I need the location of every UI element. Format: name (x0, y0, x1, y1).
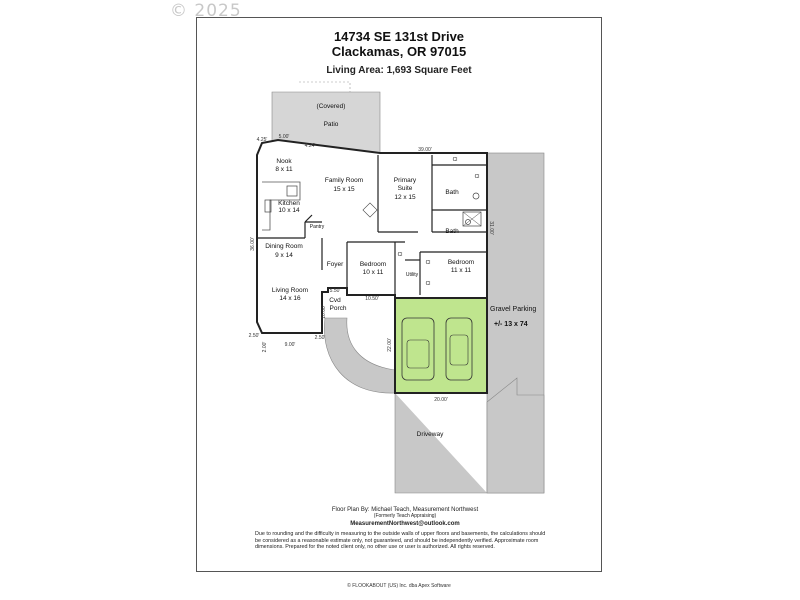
toilet-icon-2 (465, 219, 471, 225)
closet-label-1: Cl (453, 157, 458, 163)
foyer-label: Foyer (327, 261, 344, 268)
dim-10-50: 10.50' (365, 296, 379, 302)
dim-5-00: 5.00' (279, 134, 290, 140)
bedroom-2-label: Bedroom (448, 259, 474, 266)
dim-9-00: 9.00' (285, 342, 296, 348)
car-left-icon (401, 317, 435, 381)
living-room-dims: 14 x 16 (279, 295, 301, 302)
dim-2-00: 2.00' (262, 342, 268, 353)
primary-dims: 12 x 15 (394, 194, 416, 201)
nook-label: Nook (276, 158, 292, 165)
copyright-watermark: © 2025 (170, 1, 242, 21)
toilet-icon (472, 192, 480, 200)
bath-label-2: Bath (445, 228, 459, 235)
dim-20-00: 20.00' (434, 397, 448, 403)
dining-room-label: Dining Room (265, 243, 303, 250)
fireplace-icon (362, 202, 378, 218)
dim-4-24: 4.24' (305, 143, 316, 149)
dim-4-25: 4.25' (257, 137, 268, 143)
closet-label-4: Cl (426, 260, 431, 266)
house-outline (256, 138, 488, 334)
patio-label: Patio (324, 121, 339, 128)
suite-label: Suite (398, 185, 413, 192)
address-line-2: Clackamas, OR 97015 (331, 44, 467, 59)
stove-icon (286, 185, 298, 197)
family-room-label: Family Room (325, 177, 363, 184)
dining-room-dims: 9 x 14 (275, 252, 293, 259)
pantry-label: Pantry (310, 224, 325, 230)
driveway-area (394, 377, 545, 494)
garage-area (394, 297, 488, 394)
nook-dims: 8 x 11 (275, 166, 293, 173)
dim-5-50: 5.50' (330, 288, 341, 294)
plan-by-label: Floor Plan By: Michael Teach, Measuremen… (331, 507, 479, 513)
address-line-1: 14734 SE 131st Drive (333, 29, 465, 44)
bedroom-1-dims: 10 x 11 (363, 269, 384, 276)
porch-label: Porch (330, 305, 347, 312)
dim-2-50-left: 2.50' (249, 333, 260, 339)
dim-22-00: 22.00' (387, 338, 393, 352)
walkway-area (324, 317, 396, 394)
gravel-parking-label: Gravel Parking (490, 306, 536, 313)
sink-icon (264, 199, 272, 213)
dim-36-00: 36.00' (250, 237, 256, 251)
cvd-label: Cvd (329, 297, 341, 304)
gravel-parking-dims: +/- 13 x 74 (494, 321, 528, 328)
closet-label-3: Cl (398, 252, 403, 258)
interior-walls (257, 155, 487, 295)
closet-label-5: Cl (426, 281, 431, 287)
dim-31-00: 31.00' (488, 221, 494, 235)
covered-label: (Covered) (317, 103, 346, 110)
bedroom-2-dims: 11 x 11 (451, 267, 472, 274)
bedroom-1-label: Bedroom (360, 261, 386, 268)
kitchen-dims: 10 x 14 (278, 207, 300, 214)
bath-label-1: Bath (445, 189, 459, 196)
driveway-label: Driveway (417, 431, 444, 438)
primary-label: Primary (394, 177, 417, 184)
living-room-label: Living Room (272, 287, 308, 294)
family-room-dims: 15 x 15 (333, 186, 355, 193)
disclaimer-text: Due to rounding and the difficulty in me… (255, 531, 546, 551)
closet-label-2: Cl (475, 174, 480, 180)
car-right-icon (445, 317, 473, 381)
dim-2-50-right: 2.50' (315, 335, 326, 341)
shower-icon (462, 211, 482, 227)
utility-label: Utility (406, 272, 419, 278)
formerly-label: (Formerly Teach Appraising) (373, 513, 437, 519)
living-area-label: Living Area: 1,693 Square Feet (326, 65, 472, 76)
email-label: MeasurementNorthwest@outlook.com (350, 521, 460, 527)
kitchen-label: Kitchen (278, 200, 300, 207)
dim-10-00: 10.00' (321, 305, 327, 319)
software-credit: © FLOOKABOUT (US) Inc. dba Apex Software (347, 583, 451, 589)
dim-39-00: 39.00' (418, 147, 432, 153)
